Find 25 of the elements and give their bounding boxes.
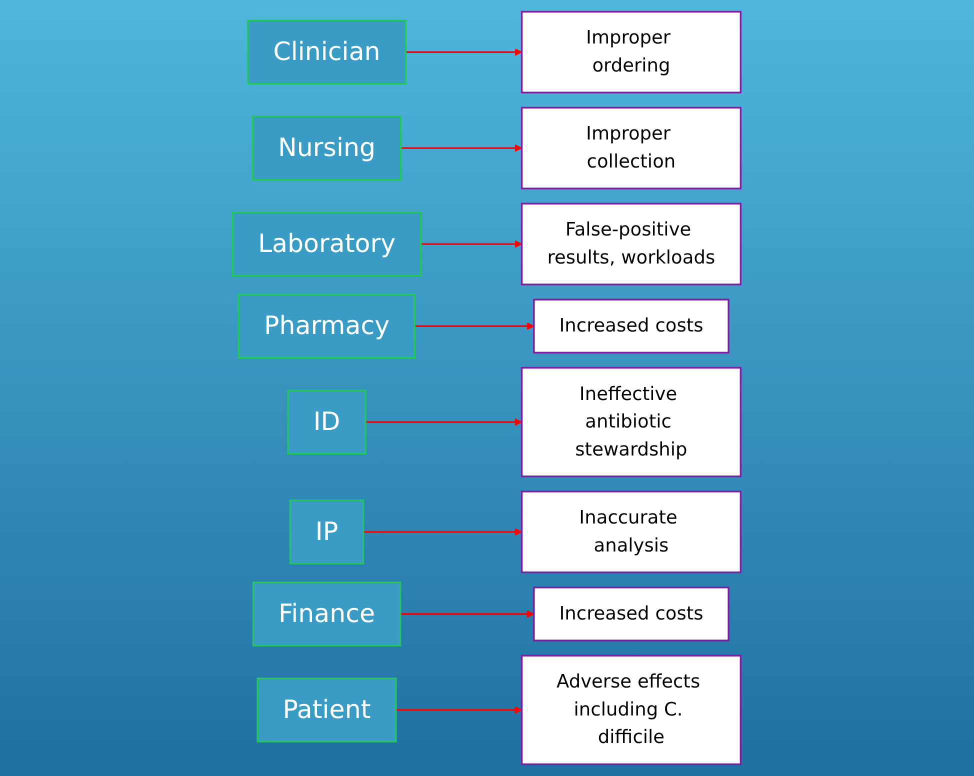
node-box: [290, 500, 364, 564]
arrow: [400, 610, 535, 618]
node-box: [521, 106, 742, 190]
node-box: [257, 678, 398, 742]
arrow: [396, 706, 522, 714]
node-box: [533, 586, 730, 642]
arrow: [406, 48, 522, 56]
arrow: [415, 322, 535, 330]
node-box: [533, 298, 730, 354]
arrow: [364, 528, 522, 536]
node-box: [521, 202, 742, 286]
node-box: [232, 212, 422, 276]
arrow: [366, 418, 522, 426]
arrow: [421, 240, 522, 248]
node-box: [252, 582, 402, 646]
node-box: [288, 390, 367, 454]
node-box: [247, 20, 407, 85]
node-box: [521, 654, 742, 766]
arrow: [401, 144, 522, 152]
node-box: [521, 490, 742, 574]
flowchart: Clinician Improper ordering Nursing Improper collection Laboratory False-positive results, workloads Pharmacy Increased costs ID Ineffective antibiotic stewardship IP Inaccurate analysis Finance Increased costs Patient Adverse effects including C. difficile: [226, 5, 748, 771]
node-box: [238, 294, 416, 359]
node-box: [521, 366, 742, 478]
node-box: [521, 10, 742, 94]
node-box: [252, 116, 402, 181]
